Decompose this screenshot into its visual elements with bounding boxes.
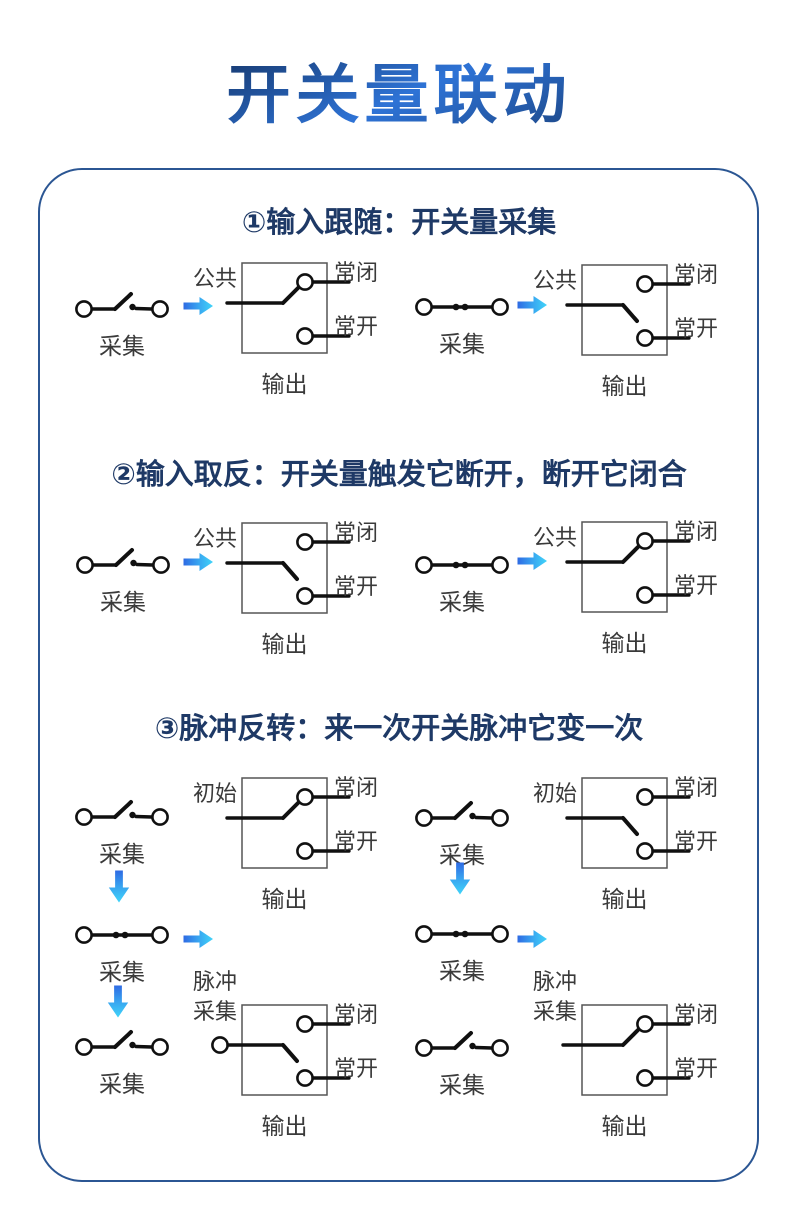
no-label: 常开 (674, 317, 719, 342)
relay-output-box: 初始 常闭 常开 输出 (185, 770, 395, 913)
section-3-heading: ③脉冲反转：来一次开关脉冲它变一次 (154, 711, 644, 745)
common-label: 公共 (192, 527, 237, 552)
no-label: 常开 (674, 830, 719, 855)
pulse-collect-label: 脉冲 采集 (185, 968, 237, 1028)
relay-output-box: 脉冲 采集 常闭 常开 输出 (525, 970, 735, 1140)
nc-label: 常闭 (334, 261, 379, 286)
no-label: 常开 (334, 315, 379, 340)
pulse-collect-label: 脉冲 采集 (525, 968, 577, 1028)
relay-circuit (565, 777, 691, 869)
switch-open-icon (415, 1031, 509, 1057)
collect-label: 采集 (439, 1073, 485, 1099)
collect-label: 采集 (192, 1000, 237, 1025)
collect-label: 采集 (439, 332, 485, 358)
switch-open-icon (75, 1030, 169, 1056)
arrow-right-icon (517, 930, 547, 948)
relay-output-box: 公共 常闭 常开 输出 (185, 255, 395, 398)
relay-circuit (225, 777, 351, 869)
collect-label: 采集 (99, 960, 145, 986)
nc-label: 常闭 (334, 776, 379, 801)
arrow-down-icon (449, 862, 471, 895)
section-2-heading: ②输入取反：开关量触发它断开，断开它闭合 (111, 457, 687, 491)
pulse-label: 脉冲 (532, 970, 577, 995)
switch-closed-icon (75, 926, 169, 944)
common-label: 公共 (532, 526, 577, 551)
arrow-right-icon (183, 297, 213, 315)
no-label: 常开 (334, 1057, 379, 1082)
relay-circuit (225, 262, 351, 354)
input-switch-open: 采集 (74, 799, 170, 869)
switch-closed-icon (415, 556, 509, 574)
switch-closed-icon (415, 298, 509, 316)
initial-label: 初始 (532, 782, 577, 807)
switch-open-icon (75, 292, 169, 318)
input-switch-closed: 采集 (414, 916, 510, 986)
input-switch-open: 采集 (74, 1029, 170, 1099)
collect-label: 采集 (532, 1000, 577, 1025)
no-label: 常开 (334, 830, 379, 855)
arrow-right-icon (183, 553, 213, 571)
relay-circuit (565, 521, 691, 613)
relay-circuit (211, 1004, 351, 1096)
relay-circuit (225, 522, 351, 614)
switch-open-icon (415, 801, 509, 827)
collect-label: 采集 (99, 842, 145, 868)
nc-label: 常闭 (674, 776, 719, 801)
initial-label: 初始 (192, 782, 237, 807)
section-1-heading: ①输入跟随：开关量采集 (241, 205, 557, 239)
collect-label: 采集 (439, 959, 485, 985)
relay-circuit (561, 1004, 691, 1096)
switch-closed-icon (415, 925, 509, 943)
input-switch-closed: 采集 (414, 289, 510, 359)
output-label: 输出 (261, 1114, 308, 1140)
input-switch-open: 采集 (414, 800, 510, 870)
output-label: 输出 (601, 631, 648, 657)
content-frame (38, 168, 759, 1182)
relay-output-box: 初始 常闭 常开 输出 (525, 770, 735, 913)
relay-output-box: 公共 常闭 常开 输出 (185, 515, 395, 658)
output-label: 输出 (601, 887, 648, 913)
arrow-right-icon (517, 552, 547, 570)
no-label: 常开 (674, 1057, 719, 1082)
no-label: 常开 (334, 575, 379, 600)
common-label: 公共 (192, 267, 237, 292)
input-switch-closed: 采集 (414, 547, 510, 617)
arrow-right-icon (517, 296, 547, 314)
arrow-down-icon (107, 985, 129, 1018)
nc-label: 常闭 (674, 520, 719, 545)
output-label: 输出 (261, 372, 308, 398)
input-switch-open: 采集 (414, 1030, 510, 1100)
nc-label: 常闭 (674, 263, 719, 288)
input-switch-open: 采集 (74, 291, 170, 361)
relay-output-box: 公共 常闭 常开 输出 (525, 514, 735, 657)
input-switch-closed: 采集 (74, 917, 170, 987)
collect-label: 采集 (439, 590, 485, 616)
relay-circuit (565, 264, 691, 356)
switch-open-icon (75, 800, 169, 826)
no-label: 常开 (674, 574, 719, 599)
input-switch-open: 采集 (75, 547, 171, 617)
output-label: 输出 (261, 632, 308, 658)
pulse-label: 脉冲 (192, 970, 237, 995)
page-title: 开关量联动 (0, 44, 798, 136)
output-label: 输出 (601, 374, 648, 400)
collect-label: 采集 (99, 1072, 145, 1098)
relay-output-box: 脉冲 采集 常闭 常开 输出 (185, 970, 395, 1140)
nc-label: 常闭 (334, 521, 379, 546)
arrow-down-icon (108, 870, 130, 903)
arrow-right-icon (183, 930, 213, 948)
relay-output-box: 公共 常闭 常开 输出 (525, 257, 735, 400)
switch-open-icon (76, 548, 170, 574)
output-label: 输出 (601, 1114, 648, 1140)
nc-label: 常闭 (334, 1003, 379, 1028)
collect-label: 采集 (100, 590, 146, 616)
collect-label: 采集 (99, 334, 145, 360)
common-label: 公共 (532, 269, 577, 294)
output-label: 输出 (261, 887, 308, 913)
nc-label: 常闭 (674, 1003, 719, 1028)
